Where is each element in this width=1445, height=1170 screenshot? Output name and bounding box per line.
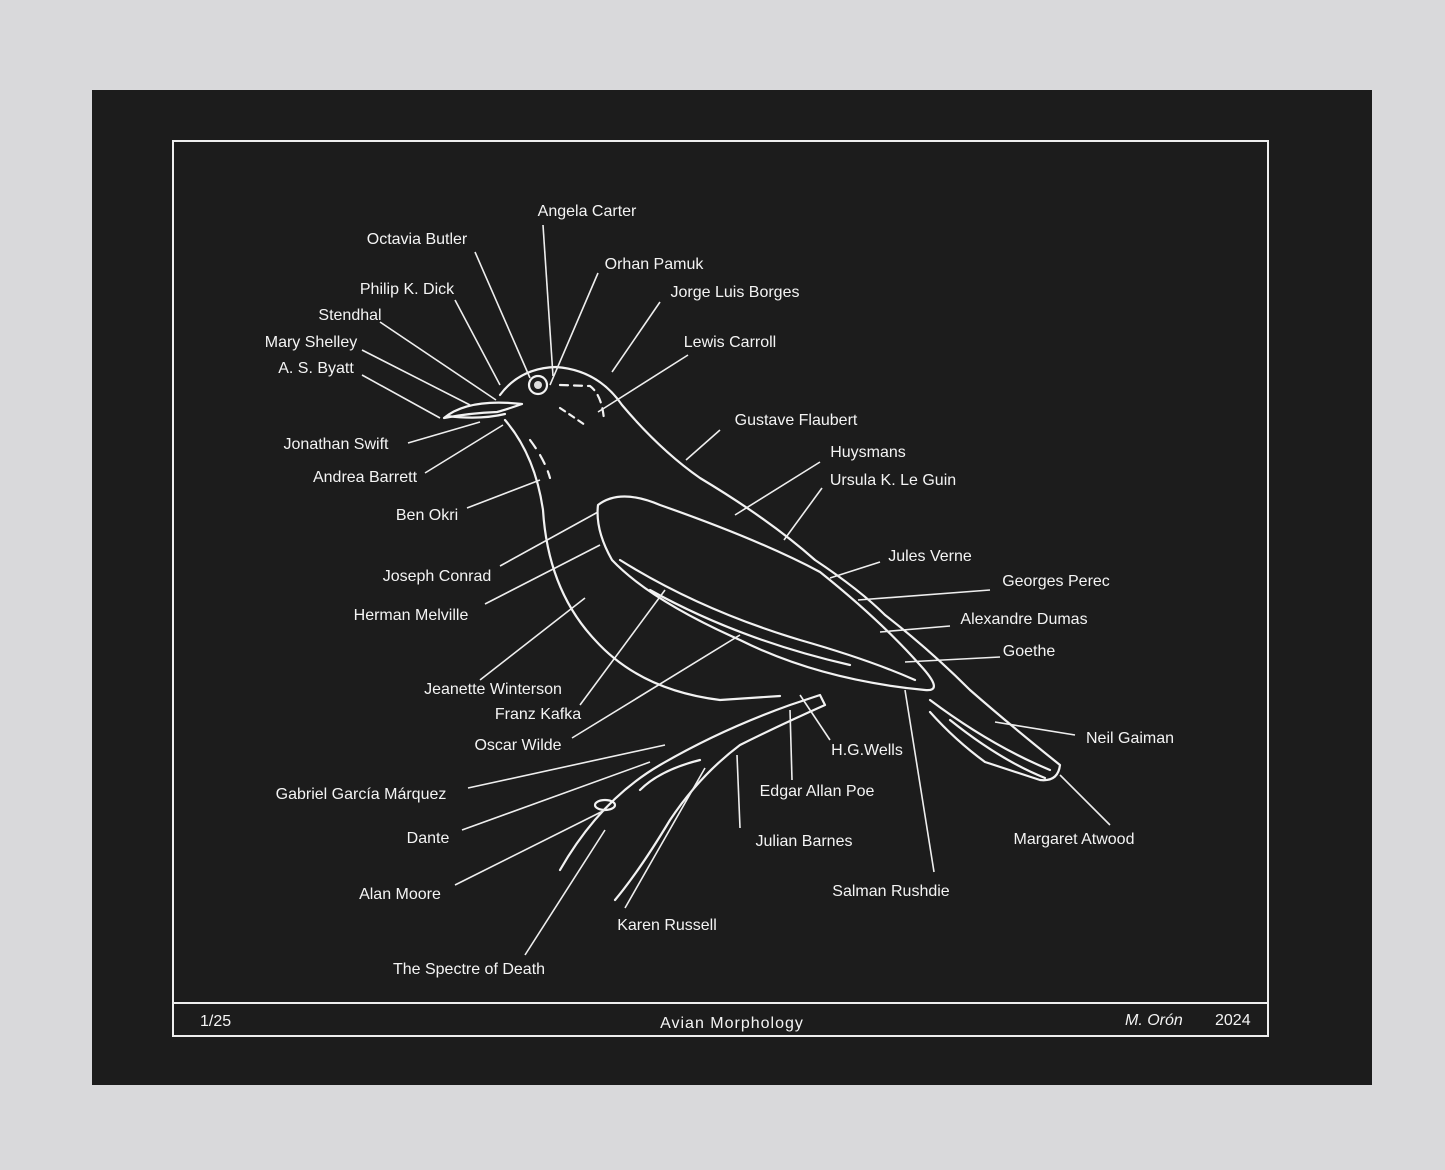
leader-line	[783, 487, 823, 541]
author-label: Julian Barnes	[756, 833, 853, 850]
leader-line	[479, 597, 586, 681]
author-label: Orhan Pamuk	[605, 256, 705, 273]
leader-line	[542, 224, 554, 377]
author-label: H.G.Wells	[831, 742, 903, 759]
leader-line	[994, 721, 1076, 736]
leader-line	[466, 479, 541, 509]
author-label: Lewis Carroll	[684, 334, 776, 351]
author-label: Georges Perec	[1002, 573, 1110, 590]
leader-line	[904, 656, 1001, 663]
leader-line	[789, 709, 793, 781]
leader-line	[904, 689, 935, 873]
author-label: Stendhal	[318, 307, 381, 324]
leader-line	[1059, 774, 1111, 826]
leader-line	[474, 251, 531, 379]
author-label: A. S. Byatt	[278, 360, 354, 377]
author-label: Ben Okri	[396, 507, 458, 524]
author-label: Philip K. Dick	[360, 281, 455, 298]
author-label: Gustave Flaubert	[735, 412, 858, 429]
author-label: Dante	[407, 830, 450, 847]
artist-signature: M. Orón	[1125, 1012, 1183, 1029]
leader-lines	[361, 224, 1111, 956]
leader-line	[524, 829, 606, 956]
author-label: Goethe	[1003, 643, 1056, 660]
author-label: Jorge Luis Borges	[671, 284, 800, 301]
author-label: Salman Rushdie	[832, 883, 950, 900]
leader-line	[597, 354, 689, 413]
author-label: Alexandre Dumas	[960, 611, 1087, 628]
leader-line	[499, 511, 599, 567]
outer-frame	[172, 140, 1269, 1037]
author-label: Alan Moore	[359, 886, 441, 903]
author-label: Andrea Barrett	[313, 469, 418, 486]
print-title: Avian Morphology	[660, 1015, 804, 1032]
leader-line	[461, 761, 651, 831]
leader-line	[379, 321, 497, 401]
author-label: Jeanette Winterson	[424, 681, 562, 698]
leader-line	[799, 694, 831, 741]
author-label: Octavia Butler	[367, 231, 468, 248]
author-label: Huysmans	[830, 444, 906, 461]
leader-line	[736, 754, 741, 829]
author-label: Karen Russell	[617, 917, 717, 934]
author-label: Oscar Wilde	[474, 737, 561, 754]
author-label: Gabriel García Márquez	[276, 786, 447, 803]
leader-line	[829, 561, 881, 579]
author-label: Mary Shelley	[265, 334, 357, 351]
leader-line	[361, 349, 471, 406]
author-label: Ursula K. Le Guin	[830, 472, 956, 489]
author-label: Herman Melville	[354, 607, 469, 624]
leader-line	[611, 301, 661, 373]
leader-line	[549, 272, 599, 386]
leader-line	[454, 809, 606, 886]
leader-line	[407, 421, 481, 444]
author-label: Edgar Allan Poe	[760, 783, 875, 800]
author-label: Jules Verne	[888, 548, 972, 565]
bird-drawing	[442, 365, 1062, 902]
author-label: Jonathan Swift	[284, 436, 390, 453]
leader-line	[484, 544, 601, 605]
print-year: 2024	[1215, 1012, 1251, 1029]
leader-line	[467, 744, 666, 789]
edition-number: 1/25	[200, 1013, 231, 1030]
black-paper-sheet	[92, 90, 1372, 1085]
author-label: Joseph Conrad	[383, 568, 492, 585]
author-label: Angela Carter	[538, 203, 637, 220]
leader-line	[361, 374, 441, 419]
leader-line	[685, 429, 721, 461]
leader-line	[454, 299, 501, 386]
leader-line	[624, 767, 706, 909]
leader-line	[879, 625, 951, 633]
leader-line	[571, 634, 741, 739]
author-label: Franz Kafka	[495, 706, 581, 723]
author-label: The Spectre of Death	[393, 961, 545, 978]
author-label: Margaret Atwood	[1014, 831, 1135, 848]
leader-line	[579, 589, 666, 706]
author-label: Neil Gaiman	[1086, 730, 1174, 747]
leader-line	[857, 589, 991, 601]
leader-line	[424, 424, 504, 474]
leader-line	[734, 461, 821, 516]
